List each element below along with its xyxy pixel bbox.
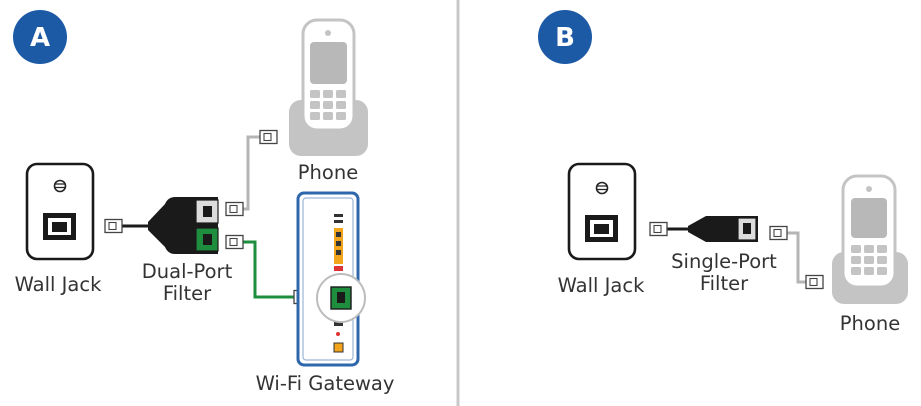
phone-jack-icon bbox=[585, 215, 618, 242]
rj11-plug-icon bbox=[259, 129, 278, 145]
single-port-filter bbox=[688, 216, 758, 242]
att-logo-icon bbox=[53, 179, 67, 193]
panel-b: B bbox=[538, 10, 908, 335]
cable-filter-to-phone-b bbox=[787, 231, 806, 284]
rj11-plug-icon bbox=[225, 201, 244, 217]
filter-label-line2-a: Filter bbox=[163, 282, 212, 305]
filter-label-line1-a: Dual-Port bbox=[142, 260, 233, 283]
wifi-gateway bbox=[296, 191, 366, 367]
wall-jack-a bbox=[25, 162, 95, 261]
att-logo-icon bbox=[595, 181, 609, 195]
gateway-label: Wi-Fi Gateway bbox=[256, 372, 395, 395]
filter-label-line1-b: Single-Port bbox=[671, 250, 777, 273]
rj11-plug-icon bbox=[649, 221, 668, 237]
badge-b: B bbox=[538, 10, 592, 64]
wall-jack-label-a: Wall Jack bbox=[15, 273, 102, 296]
rj11-plug-icon bbox=[805, 274, 824, 290]
phone-label-b: Phone bbox=[840, 312, 900, 335]
rj11-plug-icon bbox=[769, 225, 788, 241]
cordless-phone-b bbox=[832, 174, 908, 304]
svg-text:B: B bbox=[555, 23, 575, 53]
wall-jack-b bbox=[567, 162, 637, 261]
cable-filter-to-gateway-a bbox=[243, 240, 294, 299]
phone-label-a: Phone bbox=[298, 161, 358, 184]
wall-jack-label-b: Wall Jack bbox=[558, 274, 645, 297]
panel-a: A bbox=[13, 10, 394, 395]
cordless-phone-a bbox=[289, 18, 368, 156]
rj11-plug-icon bbox=[225, 234, 244, 250]
dual-port-filter bbox=[148, 197, 219, 254]
badge-a: A bbox=[13, 10, 67, 64]
cable-filter-to-phone-a bbox=[243, 135, 260, 211]
filter-label-line2-b: Filter bbox=[700, 272, 749, 295]
phone-jack-icon bbox=[43, 213, 76, 240]
rj11-plug-icon bbox=[104, 218, 123, 234]
svg-text:A: A bbox=[30, 23, 50, 53]
